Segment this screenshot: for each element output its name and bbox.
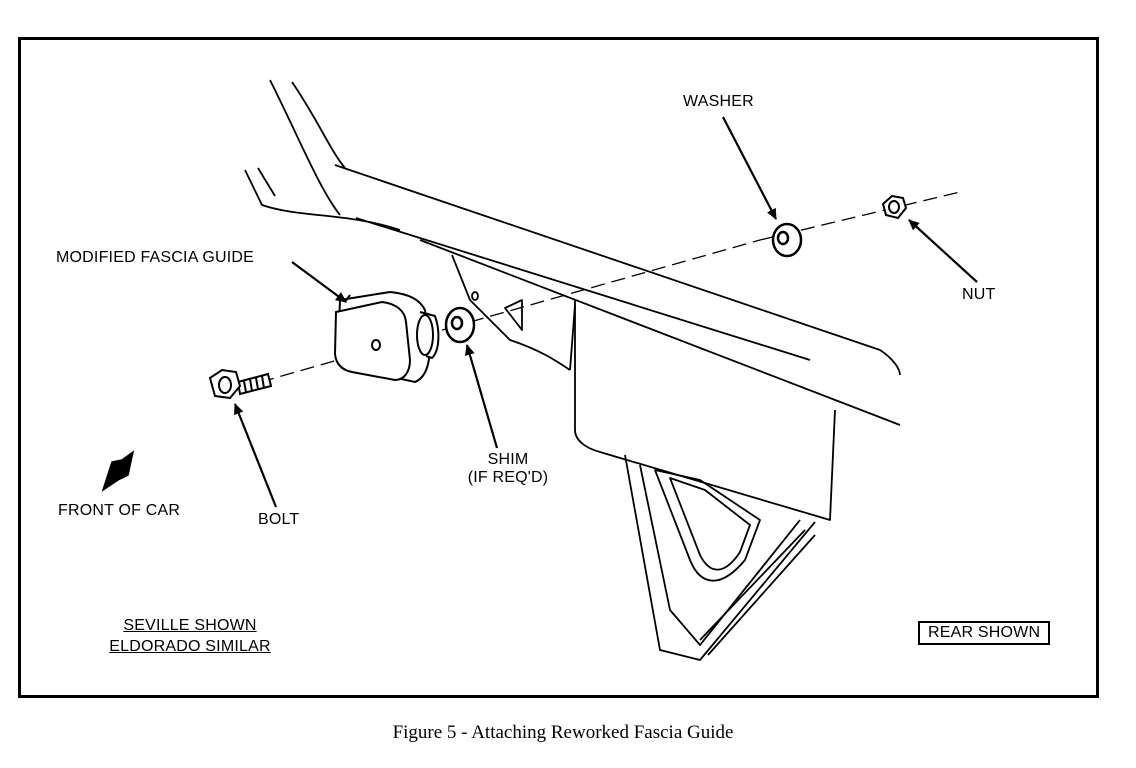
bolt-part [208,368,273,400]
shim-part [444,306,476,344]
nut-leader-arrow [908,219,978,283]
shim-label: SHIM (IF REQ'D) [452,451,564,487]
washer-part [771,222,803,258]
figure-caption: Figure 5 - Attaching Reworked Fascia Gui… [392,722,734,743]
fascia-guide-part [333,290,440,384]
seville-shown-note: SEVILLE SHOWN [123,617,257,634]
fascia-guide-leader-arrow [291,261,347,303]
figure-frame [18,37,1099,698]
shim-label-line1: SHIM [487,451,529,468]
rear-shown-note: REAR SHOWN [918,621,1051,645]
bolt-leader-arrow [233,403,278,508]
eldorado-similar-note: ELDORADO SIMILAR [109,638,271,655]
washer-label: WASHER [683,93,754,110]
bolt-label: BOLT [258,511,300,528]
modified-fascia-guide-label: MODIFIED FASCIA GUIDE [56,249,255,266]
shim-label-line2: (IF REQ'D) [467,469,549,486]
front-of-car-arrow-icon [101,450,135,492]
washer-leader-arrow [722,116,777,220]
model-note: SEVILLE SHOWN ELDORADO SIMILAR [80,617,300,656]
front-of-car-label: FRONT OF CAR [58,502,181,519]
nut-label: NUT [962,286,996,303]
vehicle-body-outline [244,79,901,661]
shim-leader-arrow [464,344,499,449]
nut-part [881,194,908,220]
